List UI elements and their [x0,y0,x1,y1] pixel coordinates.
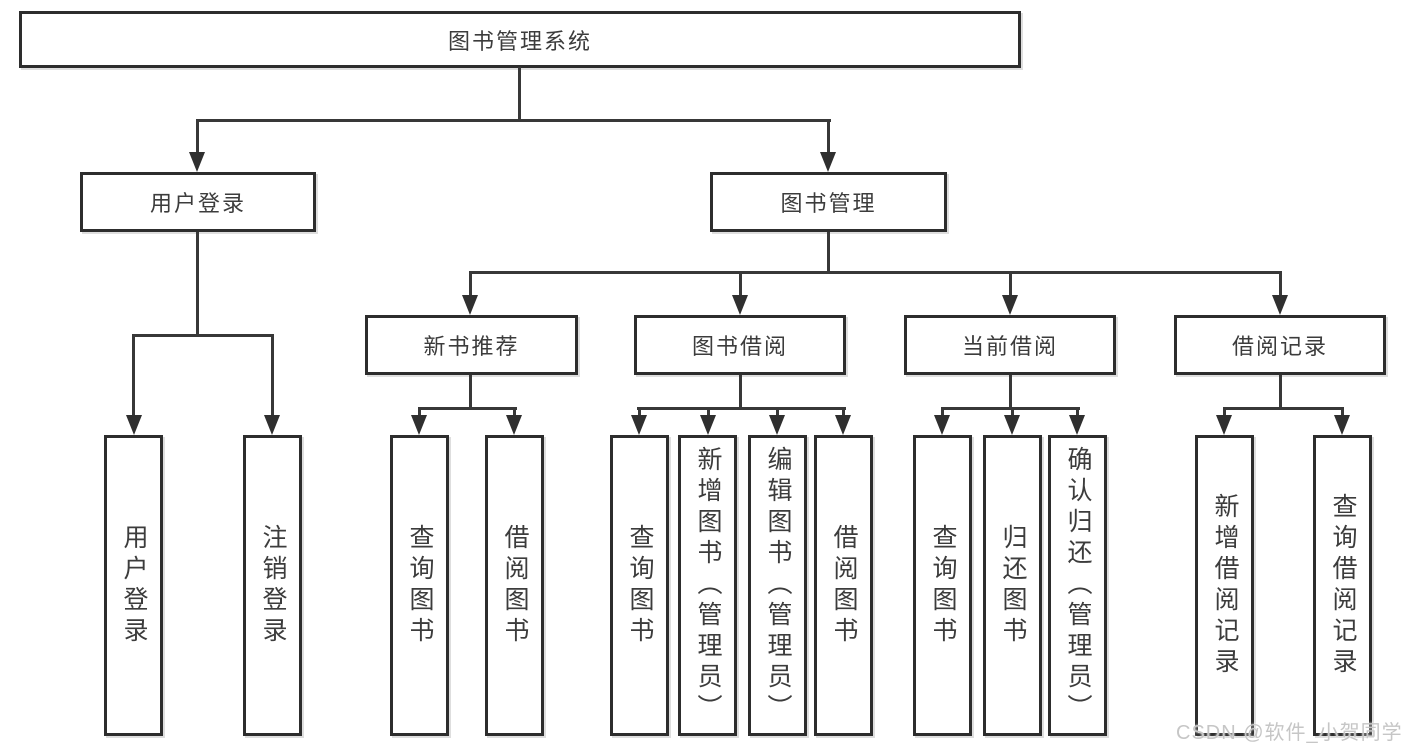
connector-line [941,407,944,419]
connector-line [469,271,472,298]
connector-line [1279,271,1282,298]
connector-line [418,407,517,410]
arrow-down-icon [835,415,851,435]
connector-line [469,271,1282,274]
connector-line [739,271,742,298]
connector-line [1223,407,1344,410]
arrow-down-icon [934,415,950,435]
leaf-query-books-current: 查询图书 [913,435,972,736]
connector-line [1279,375,1282,410]
connector-line [132,334,135,418]
leaf-edit-book-admin: 编辑图书（管理员） [748,435,807,736]
connector-line [196,232,199,337]
leaf-add-borrow-record: 新增借阅记录 [1195,435,1254,736]
arrow-down-icon [1272,295,1288,315]
leaf-logout: 注销登录 [243,435,302,736]
connector-line [707,407,710,419]
arrow-down-icon [1334,415,1350,435]
arrow-down-icon [700,415,716,435]
leaf-query-books-borrow: 查询图书 [610,435,669,736]
connector-line [513,407,516,419]
leaf-borrow-books-recommend: 借阅图书 [485,435,544,736]
connector-line [842,407,845,419]
arrow-down-icon [126,415,142,435]
connector-line [132,334,274,337]
node-root: 图书管理系统 [19,11,1021,68]
arrow-down-icon [189,152,205,172]
arrow-down-icon [820,152,836,172]
connector-line [196,119,199,155]
arrow-down-icon [1002,295,1018,315]
connector-line [418,407,421,419]
node-new-book-recommend: 新书推荐 [365,315,578,375]
connector-line [196,119,831,122]
connector-line [1341,407,1344,419]
node-user-login: 用户登录 [80,172,316,232]
connector-line [1011,407,1014,419]
arrow-down-icon [1069,415,1085,435]
leaf-return-books: 归还图书 [983,435,1042,736]
connector-line [827,119,830,155]
connector-line [469,375,472,410]
connector-line [1009,271,1012,298]
leaf-query-books-recommend: 查询图书 [390,435,449,736]
connector-line [827,232,830,274]
arrow-down-icon [411,415,427,435]
connector-line [1223,407,1226,419]
connector-line [638,407,641,419]
connector-line [776,407,779,419]
connector-line [739,375,742,410]
node-book-management: 图书管理 [710,172,947,232]
connector-line [941,407,1080,410]
node-borrow-records: 借阅记录 [1174,315,1386,375]
arrow-down-icon [1004,415,1020,435]
watermark: CSDN @软件_小贺同学 [1176,722,1403,744]
arrow-down-icon [631,415,647,435]
node-current-borrow: 当前借阅 [904,315,1116,375]
arrow-down-icon [1216,415,1232,435]
node-book-borrow: 图书借阅 [634,315,846,375]
connector-line [637,407,846,410]
leaf-add-book-admin: 新增图书（管理员） [678,435,737,736]
arrow-down-icon [769,415,785,435]
leaf-user-login: 用户登录 [104,435,163,736]
arrow-down-icon [462,295,478,315]
connector-line [518,67,521,121]
arrow-down-icon [732,295,748,315]
connector-line [1076,407,1079,419]
leaf-confirm-return-admin: 确认归还（管理员） [1048,435,1107,736]
arrow-down-icon [264,415,280,435]
connector-line [271,334,274,418]
leaf-query-borrow-record: 查询借阅记录 [1313,435,1372,736]
leaf-borrow-books: 借阅图书 [814,435,873,736]
connector-line [1009,375,1012,410]
arrow-down-icon [506,415,522,435]
